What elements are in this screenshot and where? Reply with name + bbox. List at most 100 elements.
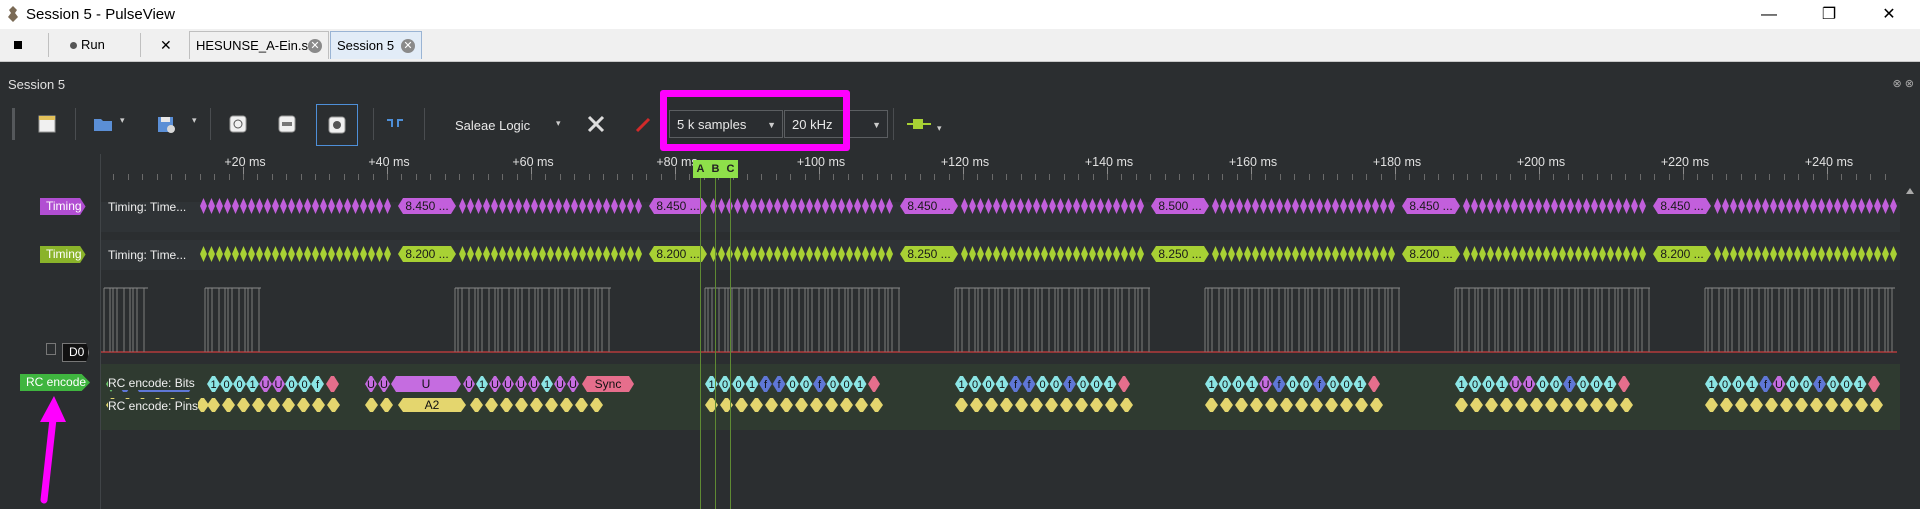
cursor-marker-b[interactable]: B	[708, 160, 723, 178]
timing2-pulse	[993, 246, 1000, 262]
session-toolbar: ▾ ▾ Saleae Logic ▾ 5 k samples▼ 20 kHz▼ …	[0, 96, 1920, 154]
trace-label-d0[interactable]: D0	[62, 343, 90, 362]
ruler-minor-tick	[1567, 174, 1569, 180]
ruler-minor-tick	[387, 174, 388, 180]
run-button[interactable]: Run	[70, 33, 105, 57]
rc-pin	[1340, 398, 1353, 412]
timing1-pulse	[1220, 198, 1227, 214]
device-config-icon[interactable]	[585, 113, 607, 135]
new-session-icon[interactable]	[36, 113, 58, 135]
ruler-minor-tick	[372, 174, 374, 180]
timing1-pulse	[1826, 198, 1833, 214]
timing2-pulse	[1583, 246, 1590, 262]
rc-bit-label: 1	[544, 379, 550, 391]
rc-pin	[207, 398, 220, 412]
timing2-pulse	[1025, 246, 1032, 262]
scroll-up-icon[interactable]	[1906, 188, 1914, 194]
tab-session-5[interactable]: Session 5 ✕	[330, 31, 422, 59]
save-dropdown-icon[interactable]: ▾	[192, 115, 197, 125]
trace-label-timing-1[interactable]: Timing	[40, 198, 86, 215]
trace-label-timing-2[interactable]: Timing	[40, 246, 86, 263]
rc-pin	[1605, 398, 1618, 412]
ruler-minor-tick	[1294, 174, 1296, 180]
trace-label-rc-encode[interactable]: RC encode	[20, 374, 91, 391]
rc-pin	[1840, 398, 1853, 412]
open-dropdown-icon[interactable]: ▾	[120, 115, 125, 125]
settings-button[interactable]: ✕	[160, 33, 172, 57]
cursor-marker-c[interactable]: C	[723, 160, 738, 178]
timing1-pulse	[1754, 198, 1761, 214]
rc-bit-label: 1	[1458, 379, 1464, 391]
timing1-pulse	[539, 198, 546, 214]
timing1-pulse	[635, 198, 642, 214]
rc-pin	[795, 398, 808, 412]
ruler-minor-tick	[1539, 174, 1540, 180]
samples-combo[interactable]: 5 k samples▼	[669, 110, 783, 138]
rc-bit	[1245, 376, 1259, 392]
timing1-value-label: 8.450 ...	[1660, 199, 1703, 213]
timing2-pulse	[838, 246, 845, 262]
timing2-pulse	[328, 246, 335, 262]
close-tab-icon[interactable]: ✕	[401, 39, 415, 53]
timing1-pulse	[870, 198, 877, 214]
main-tabbar: Run ✕ HESUNSE_A-Ein.sr ✕ Session 5 ✕	[0, 29, 1920, 62]
rc-bit	[1326, 376, 1340, 392]
minimize-button[interactable]: —	[1740, 0, 1798, 29]
ruler-minor-tick	[1236, 174, 1238, 180]
save-icon[interactable]	[155, 113, 177, 135]
toolbar-grip	[12, 108, 15, 140]
rc-bit-label: 0	[1343, 379, 1349, 391]
tab-hesunse[interactable]: HESUNSE_A-Ein.sr ✕	[189, 31, 329, 59]
rc-pin	[1870, 398, 1883, 412]
timing2-pulse	[384, 246, 391, 262]
rc-bit-label: 0	[830, 379, 836, 391]
ruler-minor-tick	[1279, 174, 1281, 180]
close-dock-icon[interactable]: ⊗	[1904, 78, 1914, 90]
device-selector[interactable]: Saleae Logic	[455, 118, 531, 133]
rc-bit-label: 1	[210, 379, 216, 391]
close-tab-icon[interactable]: ✕	[308, 39, 322, 53]
rc-bit	[1759, 376, 1772, 392]
timing2-pulse	[1089, 246, 1096, 262]
float-icon[interactable]: ⊗	[1892, 78, 1902, 90]
ruler-tick	[1107, 167, 1108, 180]
timing1-value-block	[900, 198, 958, 214]
cursor-marker-a[interactable]: A	[693, 160, 708, 178]
zoom-fit-icon[interactable]	[276, 113, 298, 135]
timing1-pulse	[216, 198, 223, 214]
rc-pin	[1030, 398, 1043, 412]
timing1-pulse	[1746, 198, 1753, 214]
samplerate-combo[interactable]: 20 kHz▼	[784, 110, 888, 138]
rc-bit-label: U	[517, 379, 525, 391]
rc-bit-label: U	[530, 379, 538, 391]
timing2-pulse	[1324, 246, 1331, 262]
ruler-minor-tick	[1150, 174, 1152, 180]
rc-pin	[282, 398, 295, 412]
zoom-one-button[interactable]	[316, 104, 358, 146]
timing1-value-label: 8.450 ...	[405, 199, 448, 213]
add-decoder-icon[interactable]	[906, 113, 932, 135]
timing2-pulse	[1228, 246, 1235, 262]
device-dropdown-icon[interactable]: ▾	[556, 118, 561, 128]
probe-icon[interactable]	[633, 113, 655, 135]
rc-pin	[750, 398, 763, 412]
maximize-button[interactable]: ❐	[1800, 0, 1858, 29]
cursor-icon[interactable]	[384, 113, 406, 135]
zoom-in-icon[interactable]	[227, 113, 249, 135]
timing1-pulse	[595, 198, 602, 214]
stop-button[interactable]	[14, 33, 22, 57]
vertical-scrollbar[interactable]	[1904, 188, 1914, 468]
timing1-pulse	[384, 198, 391, 214]
timing2-pulse	[961, 246, 968, 262]
decoder-dropdown-icon[interactable]: ▾	[937, 123, 942, 133]
close-button[interactable]: ✕	[1860, 0, 1918, 29]
rc-pin	[1825, 398, 1838, 412]
open-icon[interactable]	[92, 113, 114, 135]
timing1-pulse	[1300, 198, 1307, 214]
timing2-value-label: 8.250 ...	[1158, 247, 1201, 261]
zoom-one-icon	[328, 116, 346, 134]
timing2-pulse	[1567, 246, 1574, 262]
timing1-pulse	[328, 198, 335, 214]
timing2-pulse	[1722, 246, 1729, 262]
